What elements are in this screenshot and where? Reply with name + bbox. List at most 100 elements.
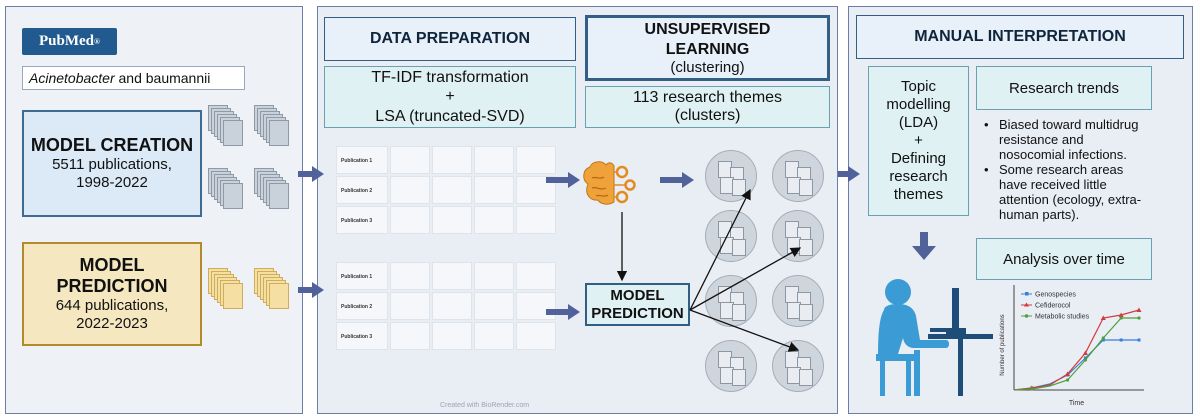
cluster-icon (772, 210, 824, 262)
themes-line-2: (clusters) (674, 107, 741, 124)
data-point-Cefiderocol (1100, 315, 1106, 320)
model-prediction-mid-2: PREDICTION (591, 304, 684, 322)
data-point-Metabolic studies (1137, 316, 1141, 320)
bullet-line: human parts). (999, 206, 1080, 222)
person-at-computer-icon (876, 279, 993, 396)
cluster-icon (705, 150, 757, 202)
down-arrow-icon (912, 232, 936, 260)
topic-line: themes (893, 186, 944, 203)
lsa-label: LSA (truncated-SVD) (375, 107, 525, 125)
cluster-icon (705, 210, 757, 262)
publication-row-label: Publication 3 (341, 218, 373, 224)
table-cell (474, 146, 514, 174)
legend-label: Cefiderocol (1035, 303, 1071, 310)
model-prediction-mid-1: MODEL (610, 287, 665, 305)
to-brain-arrow-shaft (546, 177, 568, 183)
topic-line: Defining (890, 150, 947, 167)
model-prediction-title-2: PREDICTION (56, 276, 168, 296)
table-row-header: Publication 2 (336, 292, 388, 320)
manual-interpretation-header: MANUAL INTERPRETATION (856, 15, 1184, 59)
pubmed-logo: PubMed® (22, 28, 117, 55)
table-cell (516, 322, 556, 350)
cluster-icon (705, 275, 757, 327)
table-cell (516, 146, 556, 174)
registered-mark: ® (94, 37, 100, 46)
bullet-line: nosocomial infections. (999, 146, 1127, 162)
cluster-document (732, 304, 746, 321)
table-row-header: Publication 3 (336, 206, 388, 234)
biorender-watermark: Created with BioRender.com (440, 402, 530, 409)
table-cell (390, 206, 430, 234)
cluster-document (732, 179, 746, 196)
creation-arrow (312, 166, 324, 182)
document-icon (223, 183, 243, 209)
table-cell (432, 262, 472, 290)
to-model-prediction-arrow-shaft (546, 309, 568, 315)
data-preparation-title: DATA PREPARATION (370, 30, 530, 47)
search-query-box: Acinetobacter and baumannii (22, 66, 245, 90)
legend-label: Metabolic studies (1035, 314, 1090, 321)
cluster-icon (772, 150, 824, 202)
model-creation-years: 1998-2022 (76, 174, 148, 191)
topic-line: research (889, 168, 948, 185)
model-prediction-count: 644 publications, (55, 297, 169, 314)
plus-label: + (445, 88, 455, 106)
search-and: and (114, 70, 146, 86)
model-creation-count: 5511 publications, (52, 156, 172, 173)
data-point-Cefiderocol (1118, 312, 1124, 317)
pubmed-logo-text: PubMed (39, 33, 95, 49)
tfidf-label: TF-IDF transformation (371, 69, 529, 87)
data-point-Genospecies (1137, 338, 1141, 342)
research-trends-header: Research trends (976, 66, 1152, 110)
bullet-line: have received little (999, 176, 1107, 192)
data-point-Cefiderocol (1136, 307, 1142, 312)
publication-row-label: Publication 3 (341, 334, 373, 340)
bullet-line: Some research areas (999, 161, 1124, 177)
series-line-Cefiderocol (1013, 309, 1140, 391)
model-prediction-title-1: MODEL (79, 255, 145, 275)
analysis-over-time-header: Analysis over time (976, 238, 1152, 280)
document-icon (269, 120, 289, 146)
to-clusters-arrow-shaft (660, 177, 682, 183)
data-point-Metabolic studies (1065, 378, 1070, 382)
x-axis-label: Time (1069, 400, 1084, 407)
series-line-Genospecies (1013, 339, 1139, 391)
bullet-line: Biased toward multidrug (999, 117, 1139, 132)
unsupervised-title-2: LEARNING (665, 40, 750, 58)
table-cell (432, 146, 472, 174)
table-cell (474, 206, 514, 234)
data-point-Genospecies (1119, 338, 1123, 342)
cluster-document (799, 304, 813, 321)
table-cell (474, 292, 514, 320)
tfidf-lsa-box: TF-IDF transformation + LSA (truncated-S… (324, 66, 576, 128)
to-interpretation-arrow-shaft (838, 171, 848, 177)
table-row-header: Publication 2 (336, 176, 388, 204)
prediction-arrow (312, 282, 324, 298)
topic-line: modelling (886, 96, 951, 113)
search-term-acinetobacter: Acinetobacter (29, 70, 115, 86)
model-creation-box: MODEL CREATION 5511 publications, 1998-2… (22, 110, 202, 217)
data-point-Cefiderocol (1065, 371, 1071, 376)
table-cell (390, 322, 430, 350)
brain-gears-icon (583, 161, 636, 205)
table-cell (432, 322, 472, 350)
table-cell (432, 176, 472, 204)
data-preparation-header: DATA PREPARATION (324, 17, 576, 61)
data-point-Metabolic studies (1030, 387, 1034, 391)
model-creation-title: MODEL CREATION (30, 135, 194, 155)
table-cell (516, 206, 556, 234)
table-cell (516, 292, 556, 320)
search-term-baumannii: baumannii (145, 70, 211, 86)
topic-line: Topic (900, 78, 937, 95)
series-line-Metabolic studies (1013, 317, 1139, 391)
manual-interpretation-title: MANUAL INTERPRETATION (914, 28, 1126, 45)
cluster-icon (772, 275, 824, 327)
table-cell (474, 262, 514, 290)
data-point-Cefiderocol (1082, 350, 1088, 355)
publication-row-label: Publication 1 (341, 274, 373, 280)
table-cell (432, 292, 472, 320)
